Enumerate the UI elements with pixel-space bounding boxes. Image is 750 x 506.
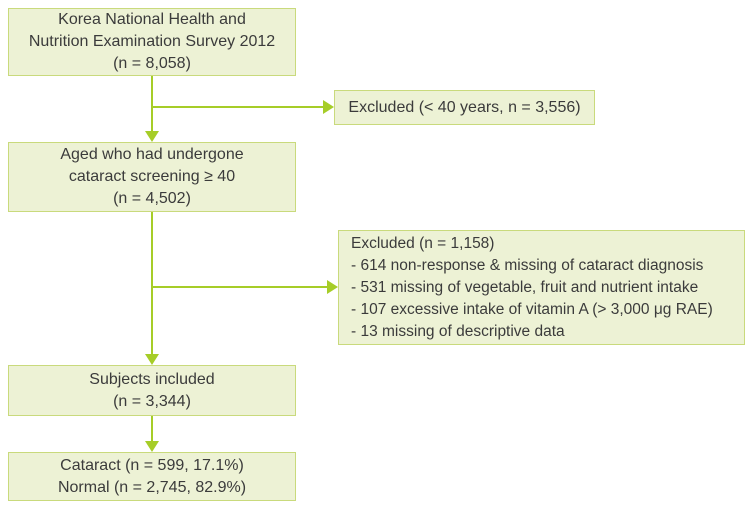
connector-included-to-outcome xyxy=(145,416,159,452)
subjects-included-line: Subjects included xyxy=(89,370,215,388)
excluded-detail-item: - 614 non-response & missing of cataract… xyxy=(351,256,704,274)
survey-box-line: Nutrition Examination Survey 2012 xyxy=(28,33,276,50)
subjects-included-line: (n = 3,344) xyxy=(113,392,191,410)
connector-survey-to-aged xyxy=(145,76,159,142)
aged-screened-box: Aged who had undergone cataract screenin… xyxy=(8,142,296,212)
excluded-age-box: Excluded (< 40 years, n = 3,556) xyxy=(334,90,595,125)
subjects-included-box: Subjects included (n = 3,344) xyxy=(8,365,296,416)
excluded-detail-header: Excluded (n = 1,158) xyxy=(351,234,495,252)
connector-aged-to-included xyxy=(145,212,159,365)
outcome-box: Cataract (n = 599, 17.1%) Normal (n = 2,… xyxy=(8,452,296,501)
excluded-detail-item: - 13 missing of descriptive data xyxy=(351,322,565,340)
excluded-detail-item: - 107 excessive intake of vitamin A (> 3… xyxy=(351,300,713,318)
aged-screened-line: (n = 4,502) xyxy=(113,190,191,207)
aged-screened-line: Aged who had undergone xyxy=(60,146,244,163)
outcome-normal-line: Normal (n = 2,745, 82.9%) xyxy=(57,478,247,496)
survey-box: Korea National Health and Nutrition Exam… xyxy=(8,8,296,76)
survey-box-line: (n = 8,058) xyxy=(113,55,191,72)
excluded-age-label: Excluded (< 40 years, n = 3,556) xyxy=(348,98,581,116)
survey-box-line: Korea National Health and xyxy=(58,11,246,28)
connector-aged-to-excluded-detail xyxy=(152,280,338,294)
outcome-cataract-line: Cataract (n = 599, 17.1%) xyxy=(60,456,244,474)
excluded-detail-box: Excluded (n = 1,158) - 614 non-response … xyxy=(338,230,745,345)
connector-survey-to-excluded-age xyxy=(152,100,334,114)
aged-screened-line: cataract screening ≥ 40 xyxy=(68,168,236,185)
excluded-detail-item: - 531 missing of vegetable, fruit and nu… xyxy=(351,278,699,296)
